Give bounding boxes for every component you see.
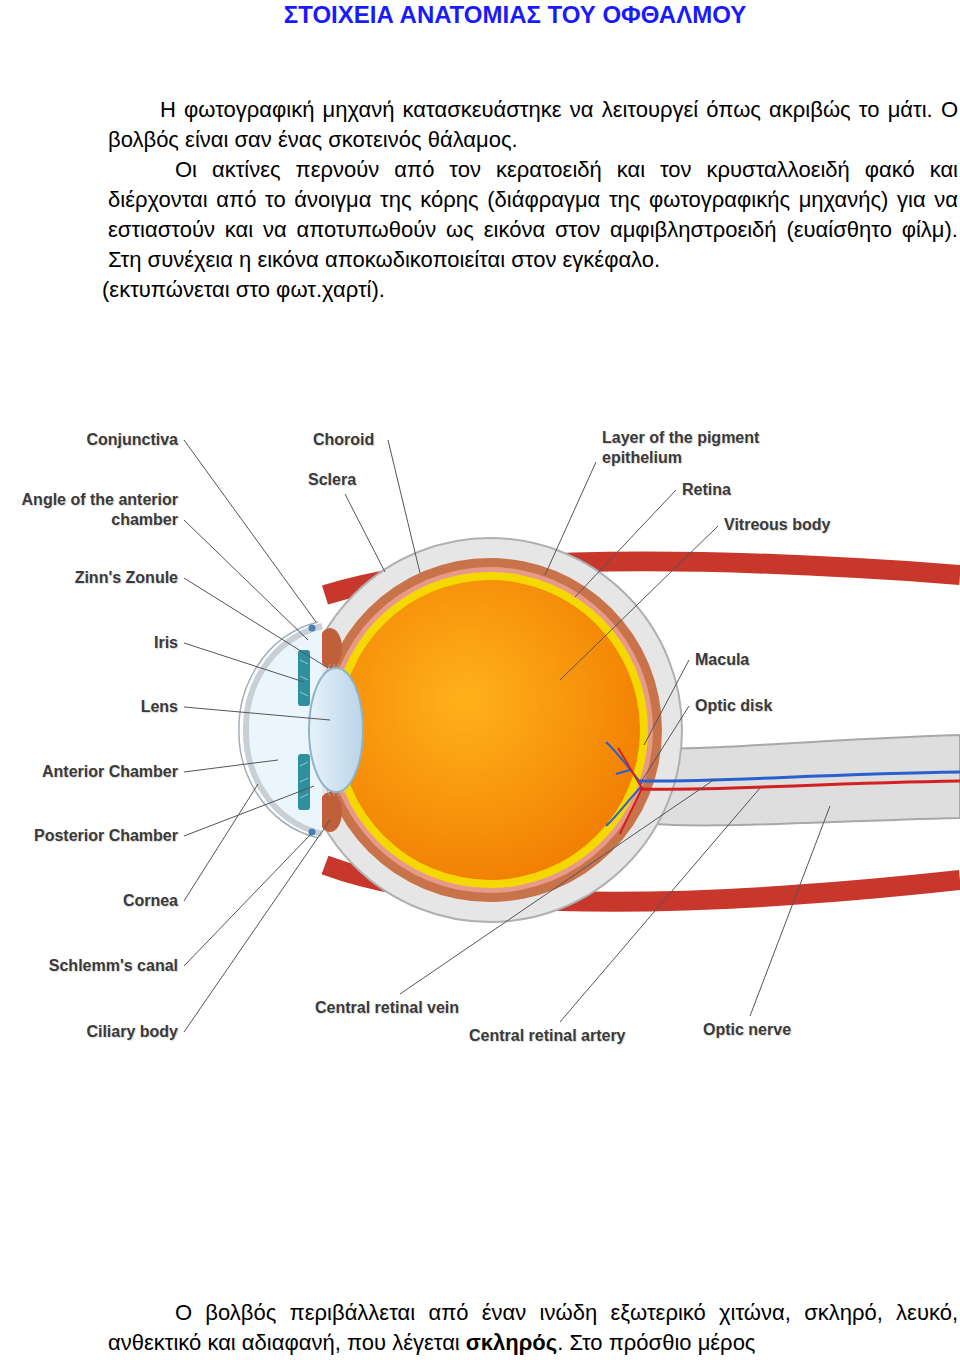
part-label: Angle of the anterior chamber xyxy=(18,490,178,530)
part-label: Optic disk xyxy=(695,696,805,716)
body-text-block: Ο βολβός περιβάλλεται από έναν ινώδη εξω… xyxy=(108,1298,958,1358)
schlemm-canal xyxy=(309,829,316,836)
part-label: Lens xyxy=(8,697,178,717)
part-label: Anterior Chamber xyxy=(8,762,178,782)
body-text: Η φωτογραφική μηχανή κατασκευάστηκε να λ… xyxy=(108,95,958,155)
part-label: Optic nerve xyxy=(703,1020,833,1040)
part-label: Retina xyxy=(682,480,762,500)
iris xyxy=(298,754,310,810)
part-label: Central retinal artery xyxy=(469,1026,689,1046)
page-title: ΣΤΟΙΧΕΙΑ ΑΝΑΤΟΜΙΑΣ ΤΟΥ ΟΦΘΑΛΜΟΥ xyxy=(200,0,830,30)
part-label: Zinn's Zonule xyxy=(8,568,178,588)
part-label: Conjunctiva xyxy=(8,430,178,450)
part-label: Ciliary body xyxy=(8,1022,178,1042)
iris xyxy=(298,650,310,706)
body-text: Οι ακτίνες περνούν από τον κερατοειδή κα… xyxy=(108,155,958,275)
part-label: Macula xyxy=(695,650,795,670)
part-label: Choroid xyxy=(313,430,403,450)
part-label: Sclera xyxy=(308,470,388,490)
body-text: (εκτυπώνεται στο φωτ.χαρτί). xyxy=(108,275,958,305)
part-label: Cornea xyxy=(8,891,178,911)
retinal-vessels xyxy=(606,742,642,834)
eyeball xyxy=(322,538,682,922)
lens xyxy=(309,668,363,792)
body-text: . Στο πρόσθιο μέρος xyxy=(557,1330,755,1355)
intro-text: Η φωτογραφική μηχανή κατασκευάστηκε να λ… xyxy=(108,95,958,305)
part-label: Vitreous body xyxy=(724,515,864,535)
part-label: Central retinal vein xyxy=(315,998,525,1018)
bold-term: σκληρός xyxy=(466,1330,557,1355)
schlemm-canal xyxy=(309,625,316,632)
artery xyxy=(640,781,960,789)
part-label: Posterior Chamber xyxy=(8,826,178,846)
vein xyxy=(640,772,960,781)
part-label: Iris xyxy=(8,633,178,653)
part-label: Schlemm's canal xyxy=(8,956,178,976)
part-label: Layer of the pigment epithelium xyxy=(602,428,780,468)
